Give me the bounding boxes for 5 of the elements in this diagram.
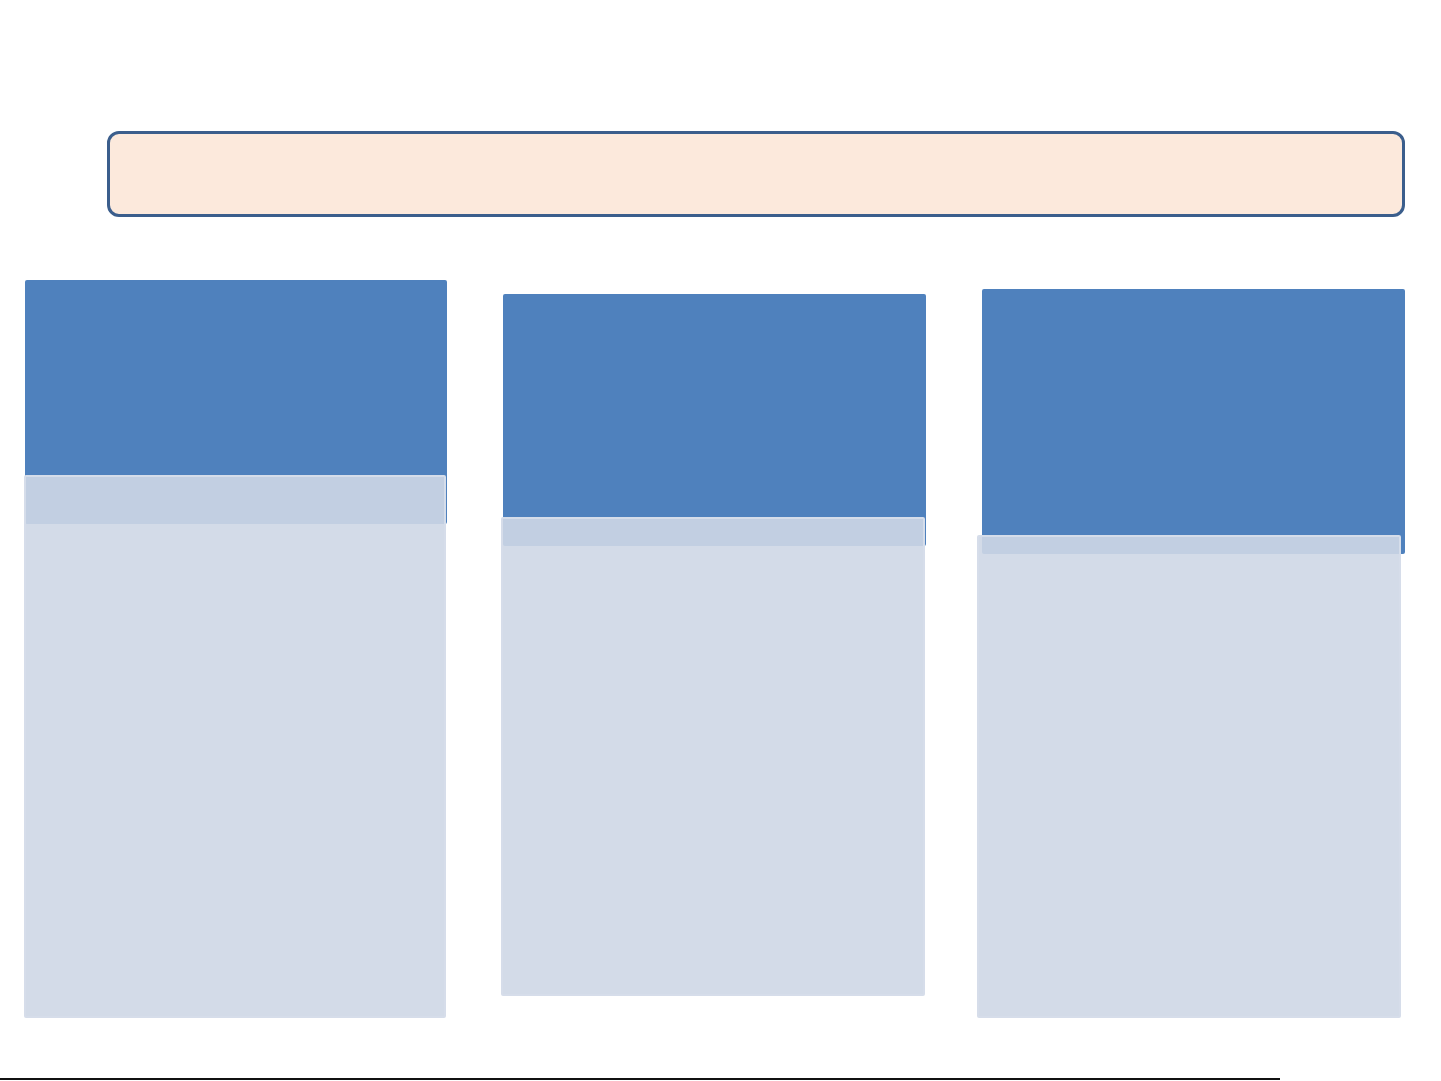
- column-body-panel: [24, 475, 446, 1018]
- title-banner: [107, 131, 1405, 217]
- column-body-panel: [501, 517, 925, 996]
- column-header-panel: [982, 289, 1405, 554]
- column-body-panel: [977, 535, 1401, 1018]
